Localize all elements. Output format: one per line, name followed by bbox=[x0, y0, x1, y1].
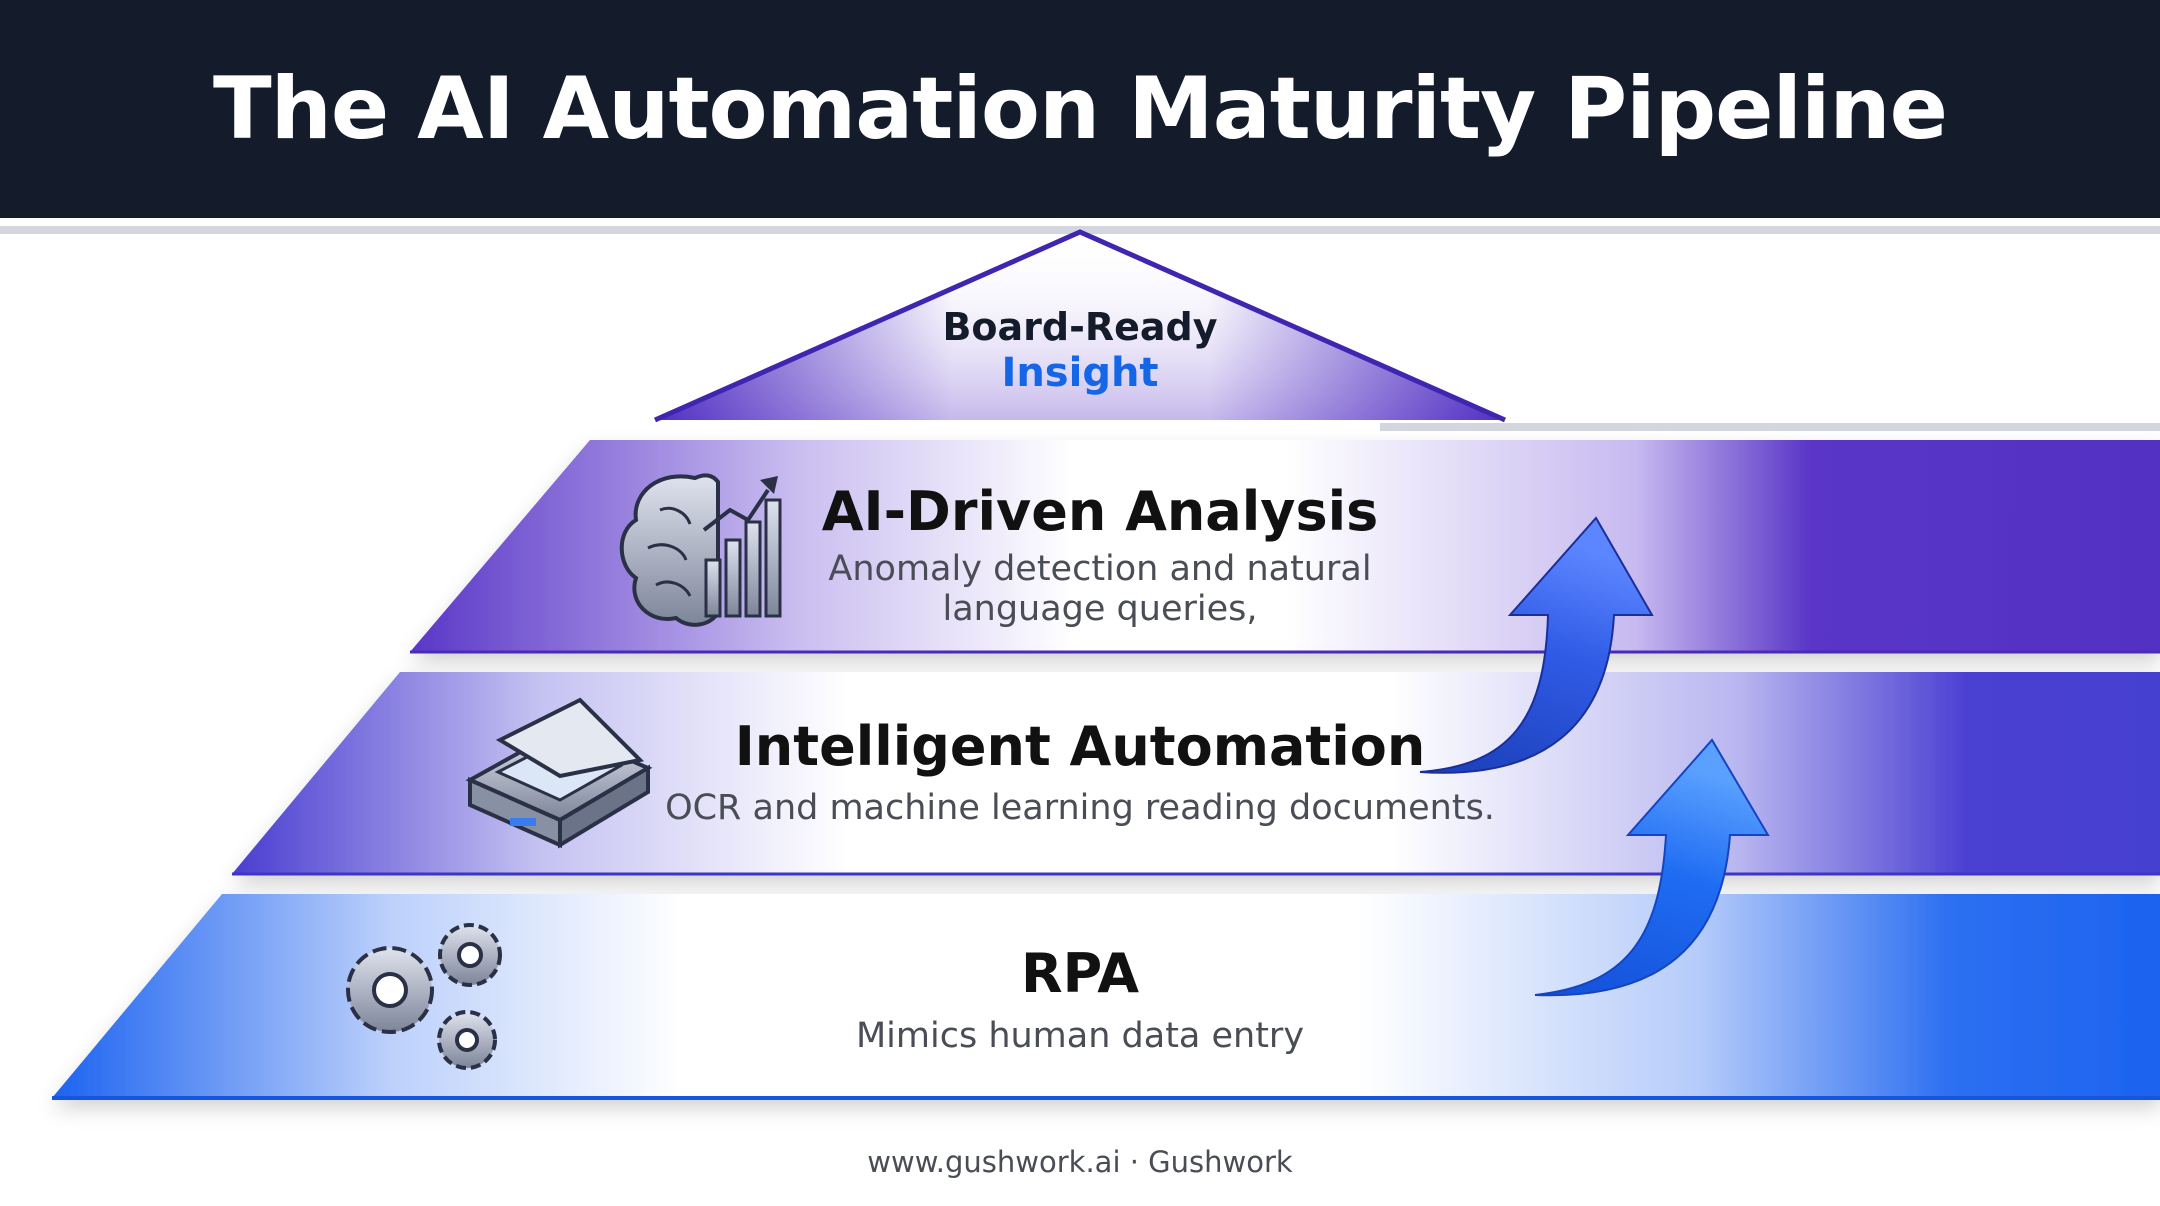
header-bar bbox=[0, 0, 2160, 218]
top-level-divider bbox=[1380, 423, 2160, 431]
level-title-rpa: RPA bbox=[1021, 942, 1139, 1005]
growth-arrow-lower-icon bbox=[1534, 738, 1770, 997]
brain-chart-icon bbox=[619, 473, 782, 627]
level-rpa bbox=[52, 894, 2160, 1098]
page-title: The AI Automation Maturity Pipeline bbox=[213, 59, 1948, 159]
document-scanner-icon bbox=[465, 697, 653, 849]
level-title-ai-driven-analysis: AI-Driven Analysis bbox=[821, 480, 1379, 543]
level-desc-ai-driven-analysis: Anomaly detection and natural language q… bbox=[828, 549, 1372, 629]
level-desc-rpa: Mimics human data entry bbox=[855, 1016, 1305, 1056]
level-desc-intelligent-automation: OCR and machine learning reading documen… bbox=[665, 788, 1495, 828]
growth-arrow-upper-icon bbox=[1419, 516, 1654, 774]
level-ai-driven-analysis bbox=[410, 440, 2160, 652]
apex-label-line2: Insight bbox=[1001, 350, 1159, 396]
footer-credit: www.gushwork.ai · Gushwork bbox=[867, 1145, 1293, 1179]
gears-icon bbox=[346, 923, 502, 1070]
apex-label-line1: Board-Ready bbox=[942, 305, 1218, 349]
level-title-intelligent-automation: Intelligent Automation bbox=[734, 715, 1426, 778]
